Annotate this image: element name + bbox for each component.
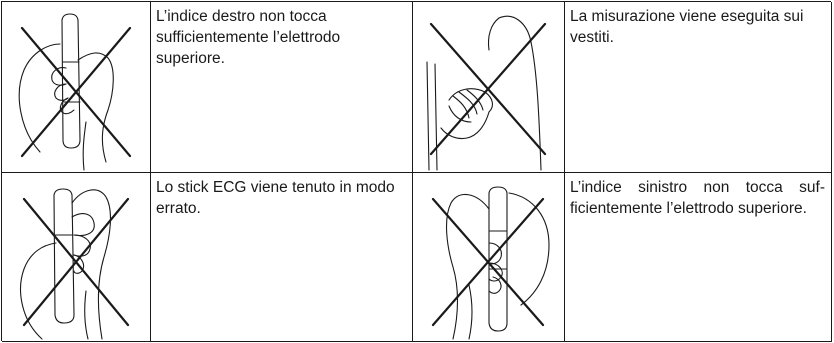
instruction-text: La misurazione viene eseguita sui vestit… (570, 8, 804, 46)
hand-holding-ecg-stick-crossed-icon (18, 13, 132, 171)
instruction-left-index: L’indice sinistro non tocca suf­ficiente… (565, 173, 832, 342)
instruction-text: L’indice sinistro non tocca suf­ficiente… (570, 179, 825, 217)
measurement-over-clothing-crossed-icon (426, 15, 547, 171)
instruction-text: Lo stick ECG viene tenuto in modo errato… (156, 179, 395, 217)
wrong-grip-ecg-stick-crossed-icon (20, 188, 130, 340)
instruction-clothing: La misurazione viene eseguita sui vestit… (565, 2, 832, 173)
left-index-not-touching-crossed-icon (431, 186, 550, 340)
illustration-right-index-cell (2, 2, 151, 173)
instruction-wrong-grip: Lo stick ECG viene tenuto in modo errato… (151, 173, 413, 342)
illustration-wrong-grip-cell (2, 173, 151, 342)
illustration-clothing-cell (413, 2, 565, 173)
instruction-text: L’indice destro non tocca sufficientemen… (156, 8, 341, 67)
instruction-right-index: L’indice destro non tocca sufficientemen… (151, 2, 413, 173)
illustration-left-index-cell (413, 173, 565, 342)
